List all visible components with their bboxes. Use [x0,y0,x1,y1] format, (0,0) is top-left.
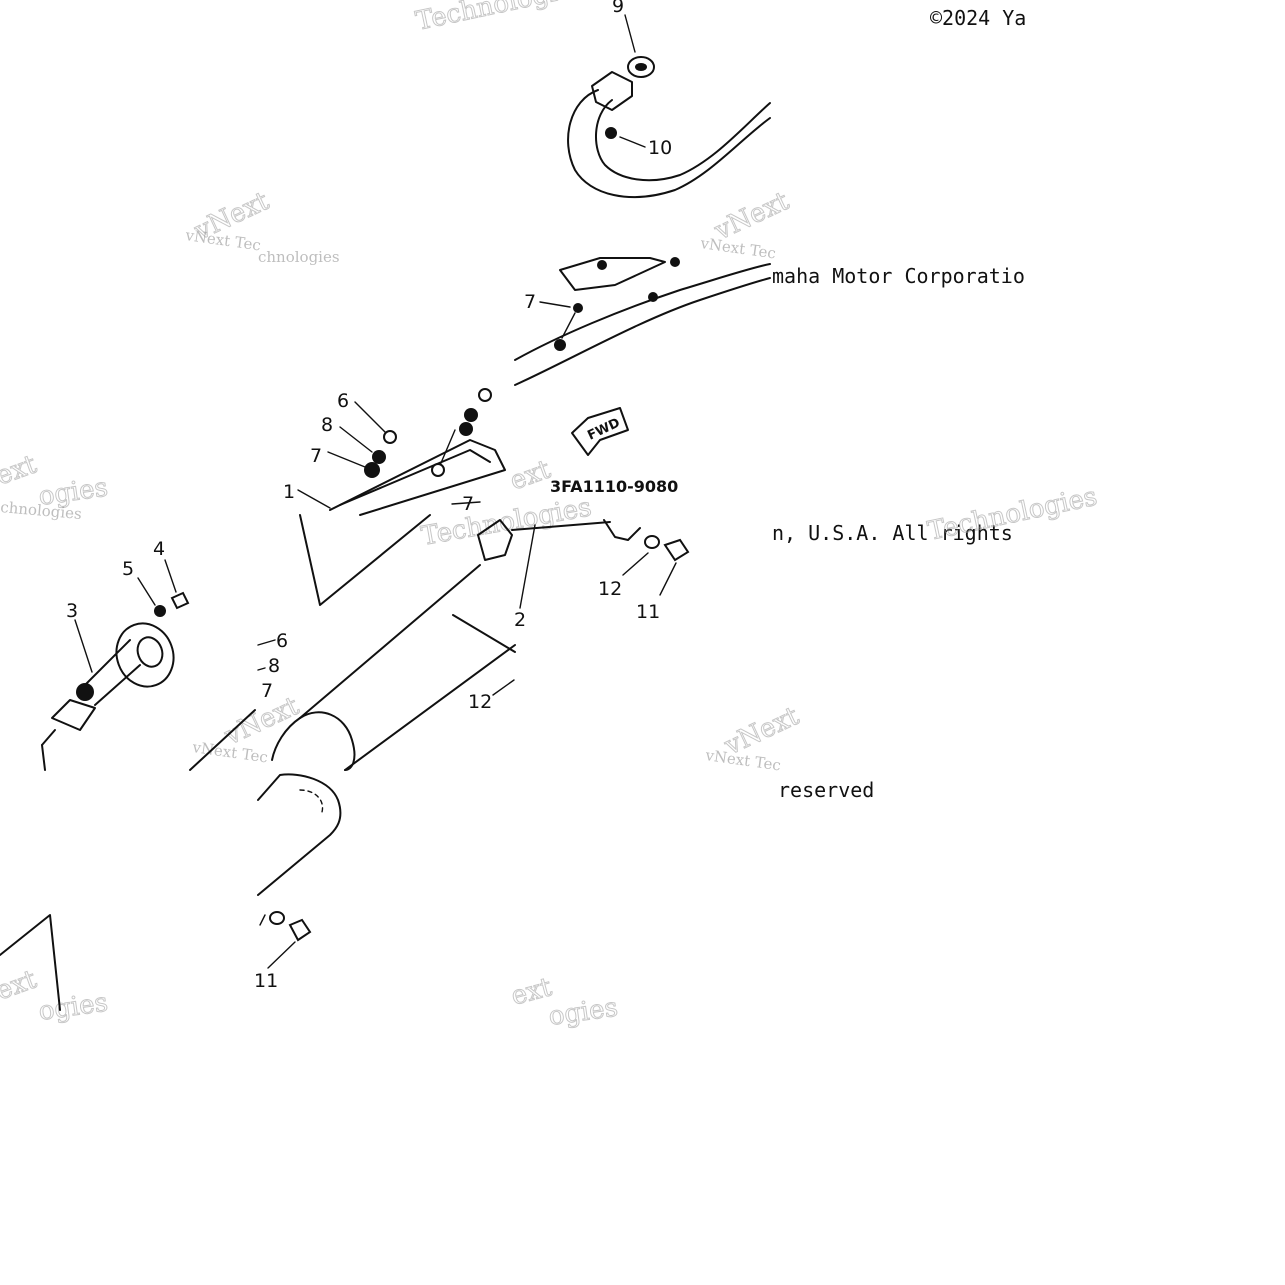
watermark-vnext-tec-4: vNext Tec [703,746,782,775]
callout-4: 4 [153,538,165,560]
callout-12-a: 12 [598,578,622,600]
callout-8-a: 8 [321,414,333,436]
callout-10: 10 [648,137,672,159]
part-code: 3FA1110-9080 [550,477,678,496]
callout-6-a: 6 [337,390,349,412]
copyright-line-1: ©2024 Ya [930,6,1026,30]
watermark-vnext-tec-2: vNext Tec [698,234,777,263]
watermark-chnologies: chnologies [258,248,340,266]
copyright-line-4: reserved [778,778,874,802]
watermark-ext-3: ext [0,964,41,1006]
callout-7-b: 7 [310,445,322,467]
callout-6-b: 6 [276,630,288,652]
callout-1: 1 [283,481,295,503]
exhaust-pipe-upper [567,14,771,198]
watermark-vnext-tec: vNext Tec [183,226,262,255]
copyright-line-3: n, U.S.A. All rights [772,521,1013,545]
callout-3: 3 [66,600,78,622]
callout-8-b: 8 [268,655,280,677]
watermark-technologies-2: Technologies [419,492,594,551]
copyright-line-2: maha Motor Corporatio [772,264,1025,288]
callout-numbers: 9 10 7 6 8 7 1 7 4 5 3 6 8 7 2 12 11 12 … [66,0,672,992]
heat-shield-assembly [297,257,771,516]
watermarks: Technologies vNext vNext Tec chnologies … [0,0,1100,1032]
callout-7-d: 7 [261,680,273,702]
callout-9: 9 [612,0,624,17]
muffler-body [271,514,690,771]
watermark-ogies-3: ogies [547,993,620,1032]
watermark-ext: ext [0,449,41,491]
watermark-technologies: Technologies [413,0,588,37]
callout-5: 5 [122,558,134,580]
callout-2: 2 [514,609,526,631]
callout-12-b: 12 [468,691,492,713]
callout-11-a: 11 [636,601,660,623]
callout-11-b: 11 [254,970,278,992]
watermark-ogies-2: ogies [37,988,110,1027]
callout-7-a: 7 [524,291,536,313]
muffler-end-lower [0,773,342,1011]
fwd-arrow: FWD [571,407,629,456]
muffler-tail-piece [41,559,276,771]
watermark-ext-2: ext [506,454,555,496]
callout-7-c: 7 [462,493,474,515]
